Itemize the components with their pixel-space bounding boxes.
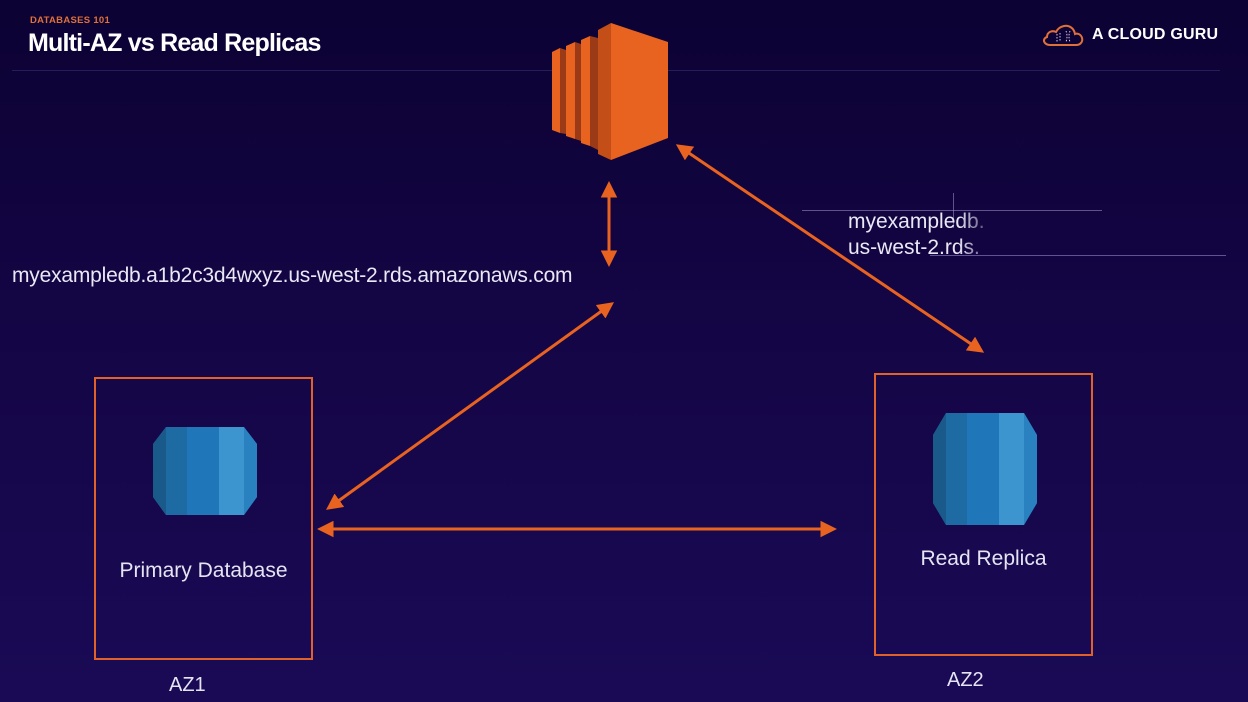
header-divider bbox=[12, 70, 1220, 71]
guide-line bbox=[930, 255, 1226, 256]
read-replica-label: Read Replica bbox=[920, 547, 1047, 570]
slide-title: Multi-AZ vs Read Replicas bbox=[28, 29, 321, 57]
primary-database-label: Primary Database bbox=[119, 559, 288, 582]
brand-name: A CLOUD GURU bbox=[1092, 26, 1219, 43]
az1-label: AZ1 bbox=[169, 674, 206, 696]
az1-box: Primary Database bbox=[94, 377, 313, 660]
brand-logo: A CLOUD GURU bbox=[1042, 22, 1218, 48]
primary-endpoint: myexampledb.a1b2c3d4wxyz.us-west-2.rds.a… bbox=[12, 264, 573, 287]
rds-database-icon bbox=[933, 413, 1037, 525]
section-eyebrow: DATABASES 101 bbox=[30, 15, 111, 26]
replica-endpoint: myexampledb. us-west-2.rds. bbox=[848, 209, 1018, 261]
az2-label: AZ2 bbox=[947, 669, 984, 691]
replica-endpoint-line2: us-west-2.rds. bbox=[848, 236, 980, 259]
rds-database-icon bbox=[153, 427, 257, 515]
replica-endpoint-line1: myexampledb. bbox=[848, 210, 985, 233]
cloud-logo-icon bbox=[1042, 24, 1084, 46]
arrow-endpoint-to-primary bbox=[325, 302, 615, 510]
az2-box: Read Replica bbox=[874, 373, 1093, 656]
